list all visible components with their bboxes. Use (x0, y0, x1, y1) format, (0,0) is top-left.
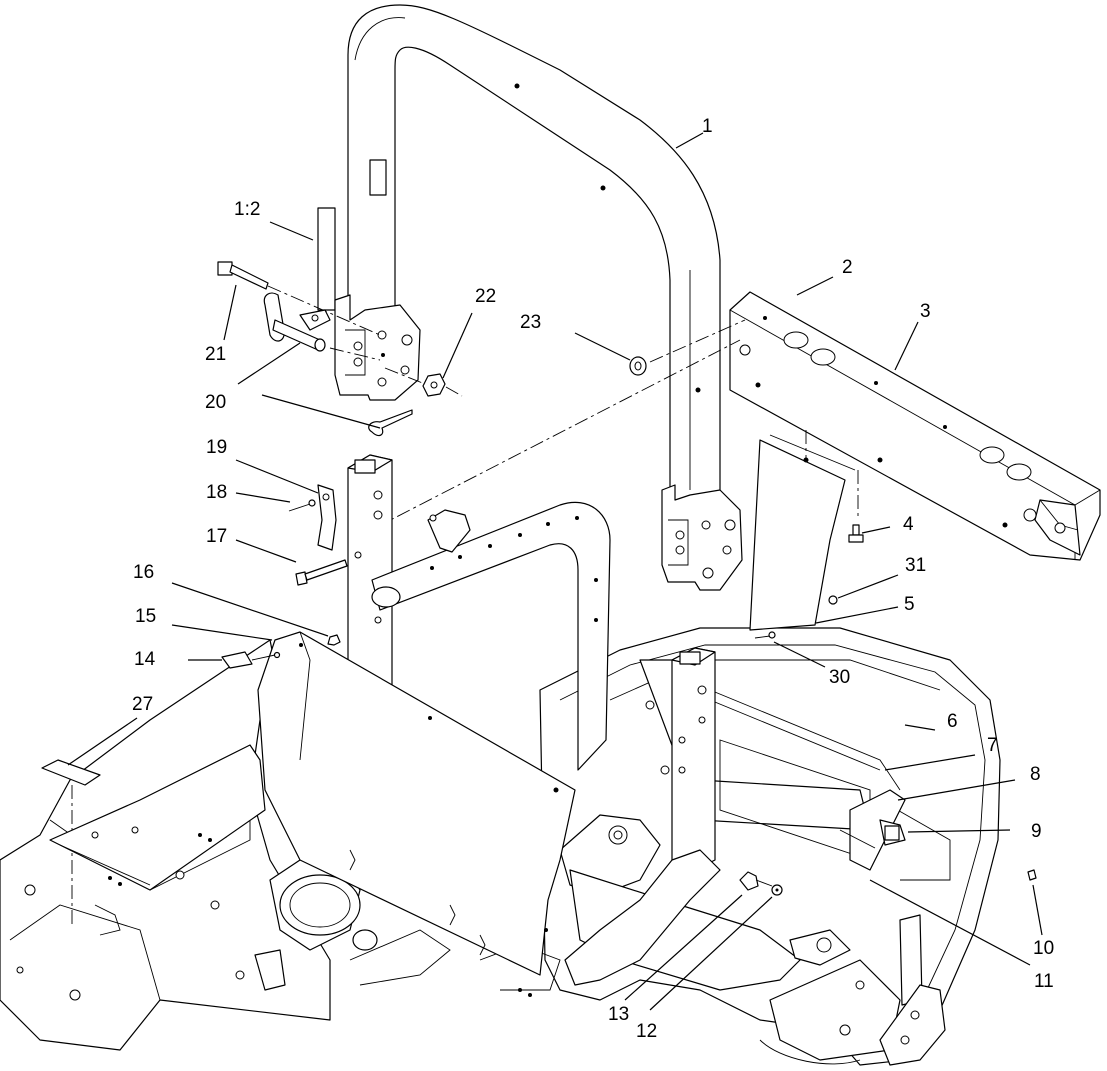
callout-16: 16 (133, 562, 155, 583)
callout-2: 2 (842, 257, 853, 278)
callout-15: 15 (135, 606, 157, 627)
callout-1-2: 1:2 (234, 199, 261, 220)
leader-lines (67, 132, 1043, 1011)
part-3-cross-channel (729, 291, 1101, 561)
part-4-bolt (848, 524, 864, 543)
engine-area (254, 859, 561, 997)
part-16-nut (327, 634, 341, 646)
part-18-screw (288, 499, 316, 512)
part-13-knob (739, 871, 773, 891)
callout-14: 14 (134, 649, 156, 670)
part-12-washer (771, 884, 783, 896)
callout-3: 3 (920, 301, 931, 322)
part-22-nut (384, 367, 463, 397)
callout-31: 31 (905, 555, 927, 576)
right-pivot-bracket (661, 484, 743, 591)
callout-19: 19 (206, 437, 228, 458)
part-14-clip (221, 651, 281, 669)
callout-21: 21 (205, 344, 227, 365)
callout-6: 6 (947, 711, 958, 732)
callout-22: 22 (475, 286, 497, 307)
callout-1: 1 (702, 116, 713, 137)
callout-20: 20 (205, 392, 227, 413)
part-23-washer (629, 319, 746, 376)
callout-13: 13 (608, 1004, 630, 1025)
callout-5: 5 (904, 594, 915, 615)
part-20-hair-pin (368, 409, 413, 437)
part-5-plate (749, 430, 859, 631)
callout-18: 18 (206, 482, 228, 503)
part-10-nut (1027, 869, 1037, 881)
part-31-nut (828, 595, 838, 605)
part-15-panel (257, 631, 576, 976)
lower-hoop (371, 501, 611, 771)
alignment-line (374, 339, 741, 529)
callout-30: 30 (829, 667, 851, 688)
callout-17: 17 (206, 526, 228, 547)
callout-12: 12 (636, 1021, 658, 1042)
part-1-2-decal (317, 207, 336, 311)
part-30-screw (754, 631, 776, 639)
part-17-bolt (295, 559, 348, 586)
callout-10: 10 (1033, 938, 1055, 959)
part-19-bracket (317, 484, 337, 551)
callout-11: 11 (1034, 971, 1054, 992)
callout-8: 8 (1030, 764, 1041, 785)
part-7-8-9-11-group (839, 789, 906, 871)
part-1-rops-hoop (347, 4, 721, 501)
part-20-pin (263, 292, 381, 361)
part-27-decal (41, 759, 101, 925)
left-pivot-bracket (334, 294, 421, 401)
callout-7: 7 (987, 735, 998, 756)
callout-27: 27 (132, 694, 154, 715)
callout-9: 9 (1031, 821, 1042, 842)
callout-4: 4 (903, 514, 914, 535)
callout-23: 23 (520, 312, 542, 333)
right-lower-post (564, 647, 721, 986)
left-deck-plate (49, 744, 266, 891)
